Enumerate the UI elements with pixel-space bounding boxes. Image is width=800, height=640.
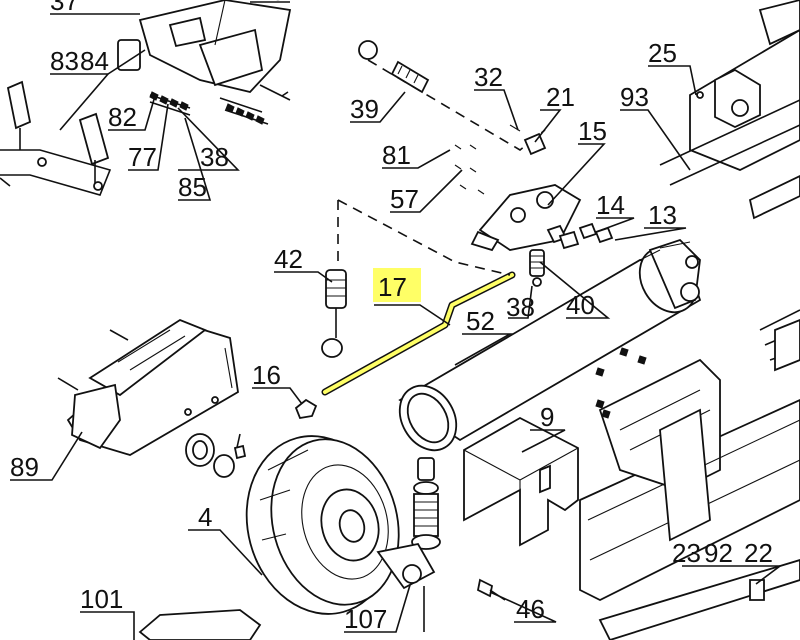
- callout-16: 16: [252, 360, 281, 390]
- fitting-42: [321, 269, 347, 358]
- callout-21: 21: [546, 82, 575, 112]
- callout-101: 101: [80, 584, 123, 614]
- callout-89: 89: [10, 452, 39, 482]
- callout-17: 17: [378, 272, 407, 302]
- fitting-21: [509, 124, 547, 156]
- fitting-16: [294, 398, 318, 420]
- callout-107: 107: [344, 604, 387, 634]
- bolts-14: [578, 222, 614, 244]
- bottom-right-parts: [476, 559, 800, 640]
- callout-17-highlight: [373, 268, 421, 302]
- callout-84: 84: [80, 46, 109, 76]
- bushings: [185, 433, 247, 478]
- frame-assembly: [579, 309, 800, 602]
- callout-37: 37: [50, 0, 79, 16]
- bracket-9: [463, 416, 579, 547]
- callout-9: 9: [540, 402, 554, 432]
- top-bracket-assembly: [117, 0, 292, 125]
- callout-81: 81: [382, 140, 411, 170]
- leader-lines: [10, 1, 783, 640]
- callout-23-bottom: 23: [672, 538, 701, 568]
- callout-40: 40: [566, 290, 595, 320]
- callout-13: 13: [648, 200, 677, 230]
- callout-labels: 37 23 83 84 82 77 38 85 39 32 21 25 93 1…: [10, 0, 773, 634]
- hydraulic-cylinder-52: [398, 238, 702, 452]
- valve-15: [454, 144, 582, 252]
- callout-52: 52: [466, 306, 495, 336]
- callout-4: 4: [198, 502, 212, 532]
- callout-25: 25: [648, 38, 677, 68]
- bottom-left-parts: [138, 609, 262, 640]
- bolt-39: [358, 40, 546, 151]
- callout-57: 57: [390, 184, 419, 214]
- control-box-89: [57, 318, 239, 456]
- callout-38-mid: 38: [506, 292, 535, 322]
- callout-46: 46: [516, 594, 545, 624]
- fitting-40: [529, 249, 545, 287]
- callout-14: 14: [596, 190, 625, 220]
- callout-22: 22: [744, 538, 773, 568]
- callout-77: 77: [128, 142, 157, 172]
- rod-17: [321, 199, 516, 396]
- callout-15: 15: [578, 116, 607, 146]
- callout-23-top: 23: [256, 0, 285, 6]
- callout-39: 39: [350, 94, 379, 124]
- wheel-4: [245, 435, 400, 615]
- callout-38: 38: [200, 142, 229, 172]
- callout-85: 85: [178, 172, 207, 202]
- hitch-93: [659, 0, 800, 220]
- callout-83: 83: [50, 46, 79, 76]
- callout-93: 93: [620, 82, 649, 112]
- spring-assembly: [376, 457, 441, 632]
- callout-92: 92: [704, 538, 733, 568]
- control-handle-assembly: [0, 80, 112, 196]
- callout-32: 32: [474, 62, 503, 92]
- callout-82: 82: [108, 102, 137, 132]
- callout-42: 42: [274, 244, 303, 274]
